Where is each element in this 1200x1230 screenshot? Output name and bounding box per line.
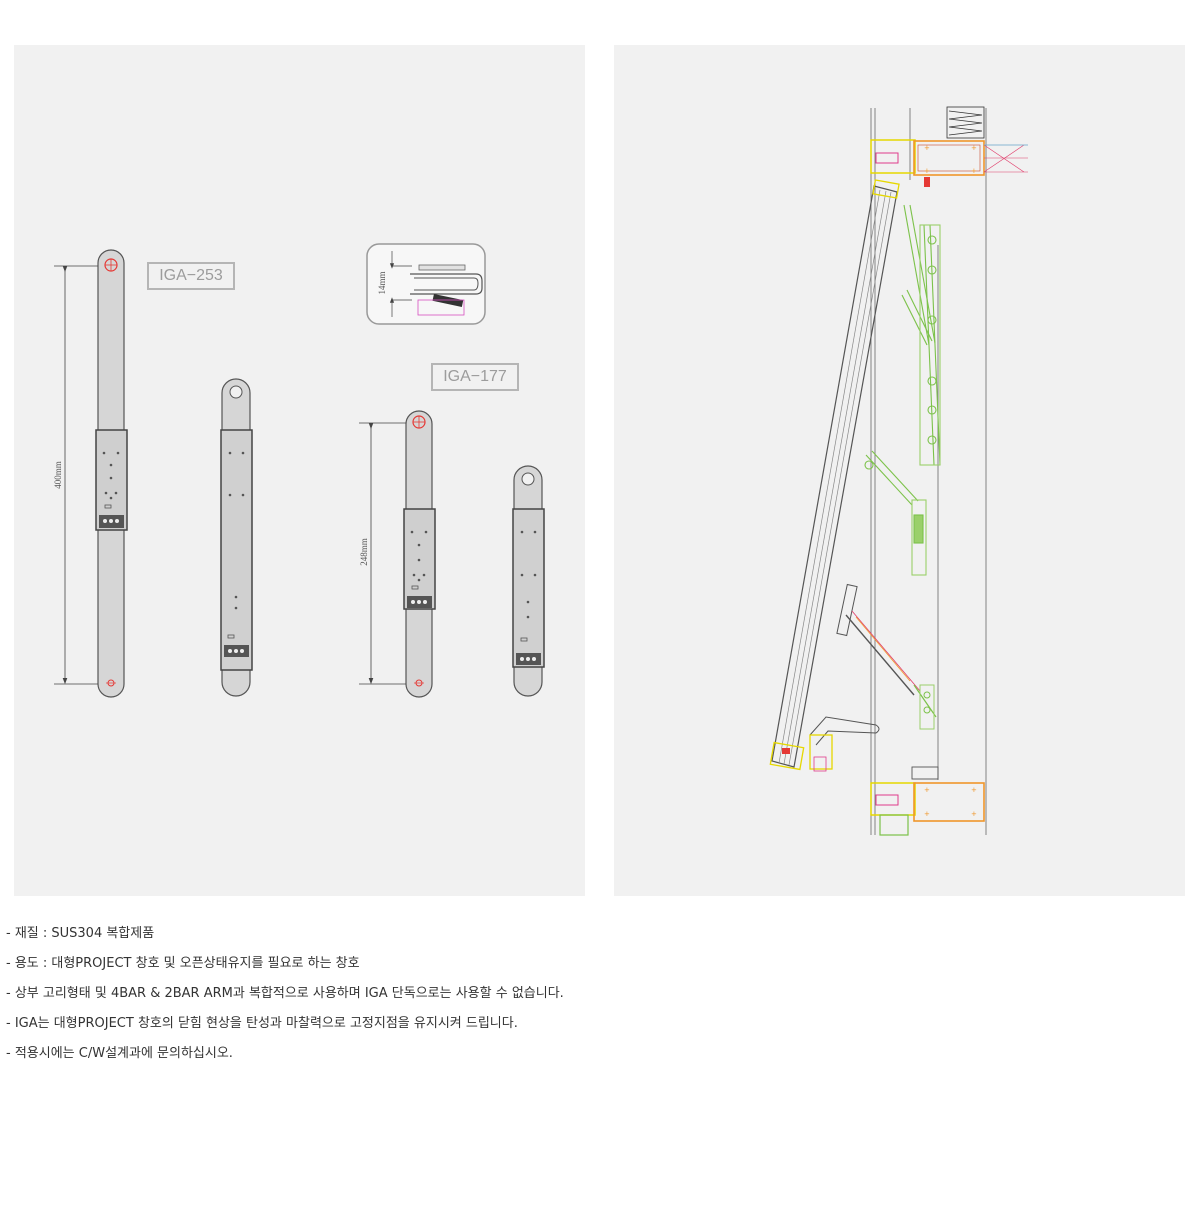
iga177-label: IGA−177 (431, 363, 519, 391)
svg-text:+: + (971, 810, 977, 818)
svg-text:+: + (924, 167, 930, 175)
svg-text:+: + (924, 810, 930, 818)
svg-text:+: + (971, 144, 977, 152)
window-section-panel: + + + + (614, 45, 1185, 896)
profile-detail-callout (366, 243, 486, 325)
middle-arm-linkage (864, 450, 927, 576)
window-section-drawing: + + + + (769, 106, 1028, 836)
iga253-dimension-line (54, 265, 98, 685)
iga253-arm-front (95, 249, 128, 698)
upper-arm-linkage (901, 204, 941, 466)
frame-lines (870, 108, 987, 835)
iga177-arm-side (512, 465, 545, 697)
spec-item: - 재질 : SUS304 복합제품 (6, 926, 155, 941)
tilted-sash (769, 179, 900, 771)
spec-item: - IGA는 대형PROJECT 창호의 닫힘 현상을 탄성과 마찰력으로 고정… (6, 1016, 518, 1031)
detail-dimension-text: 14mm (377, 271, 387, 294)
svg-text:+: + (924, 144, 930, 152)
product-drawing-panel: 400mm 14mm (14, 45, 585, 896)
bottom-frame: + + + + (870, 766, 985, 836)
insulation-hatch (946, 106, 985, 139)
iga253-dimension-text: 400mm (53, 461, 63, 489)
spec-list: - 재질 : SUS304 복합제품 - 용도 : 대형PROJECT 창호 및… (6, 925, 564, 1075)
top-frame: + + + + (870, 139, 1028, 187)
spec-item: - 상부 고리형태 및 4BAR & 2BAR ARM과 복합적으로 사용하며 … (6, 986, 564, 1001)
svg-text:+: + (971, 167, 977, 175)
iga177-arm-front (403, 410, 436, 698)
stay-arm-drawings: 400mm 14mm (53, 243, 545, 698)
svg-text:+: + (971, 786, 977, 794)
window-handle (809, 716, 880, 772)
iga253-arm-side (220, 378, 253, 697)
svg-text:+: + (924, 786, 930, 794)
spec-item: - 용도 : 대형PROJECT 창호 및 오픈상태유지를 필요로 하는 창호 (6, 956, 360, 971)
spec-item: - 적용시에는 C/W설계과에 문의하십시오. (6, 1046, 233, 1061)
iga177-dimension-line (359, 422, 406, 685)
lower-stay-arm (836, 583, 937, 730)
iga177-dimension-text: 248mm (359, 538, 369, 566)
iga253-label: IGA−253 (147, 262, 235, 290)
